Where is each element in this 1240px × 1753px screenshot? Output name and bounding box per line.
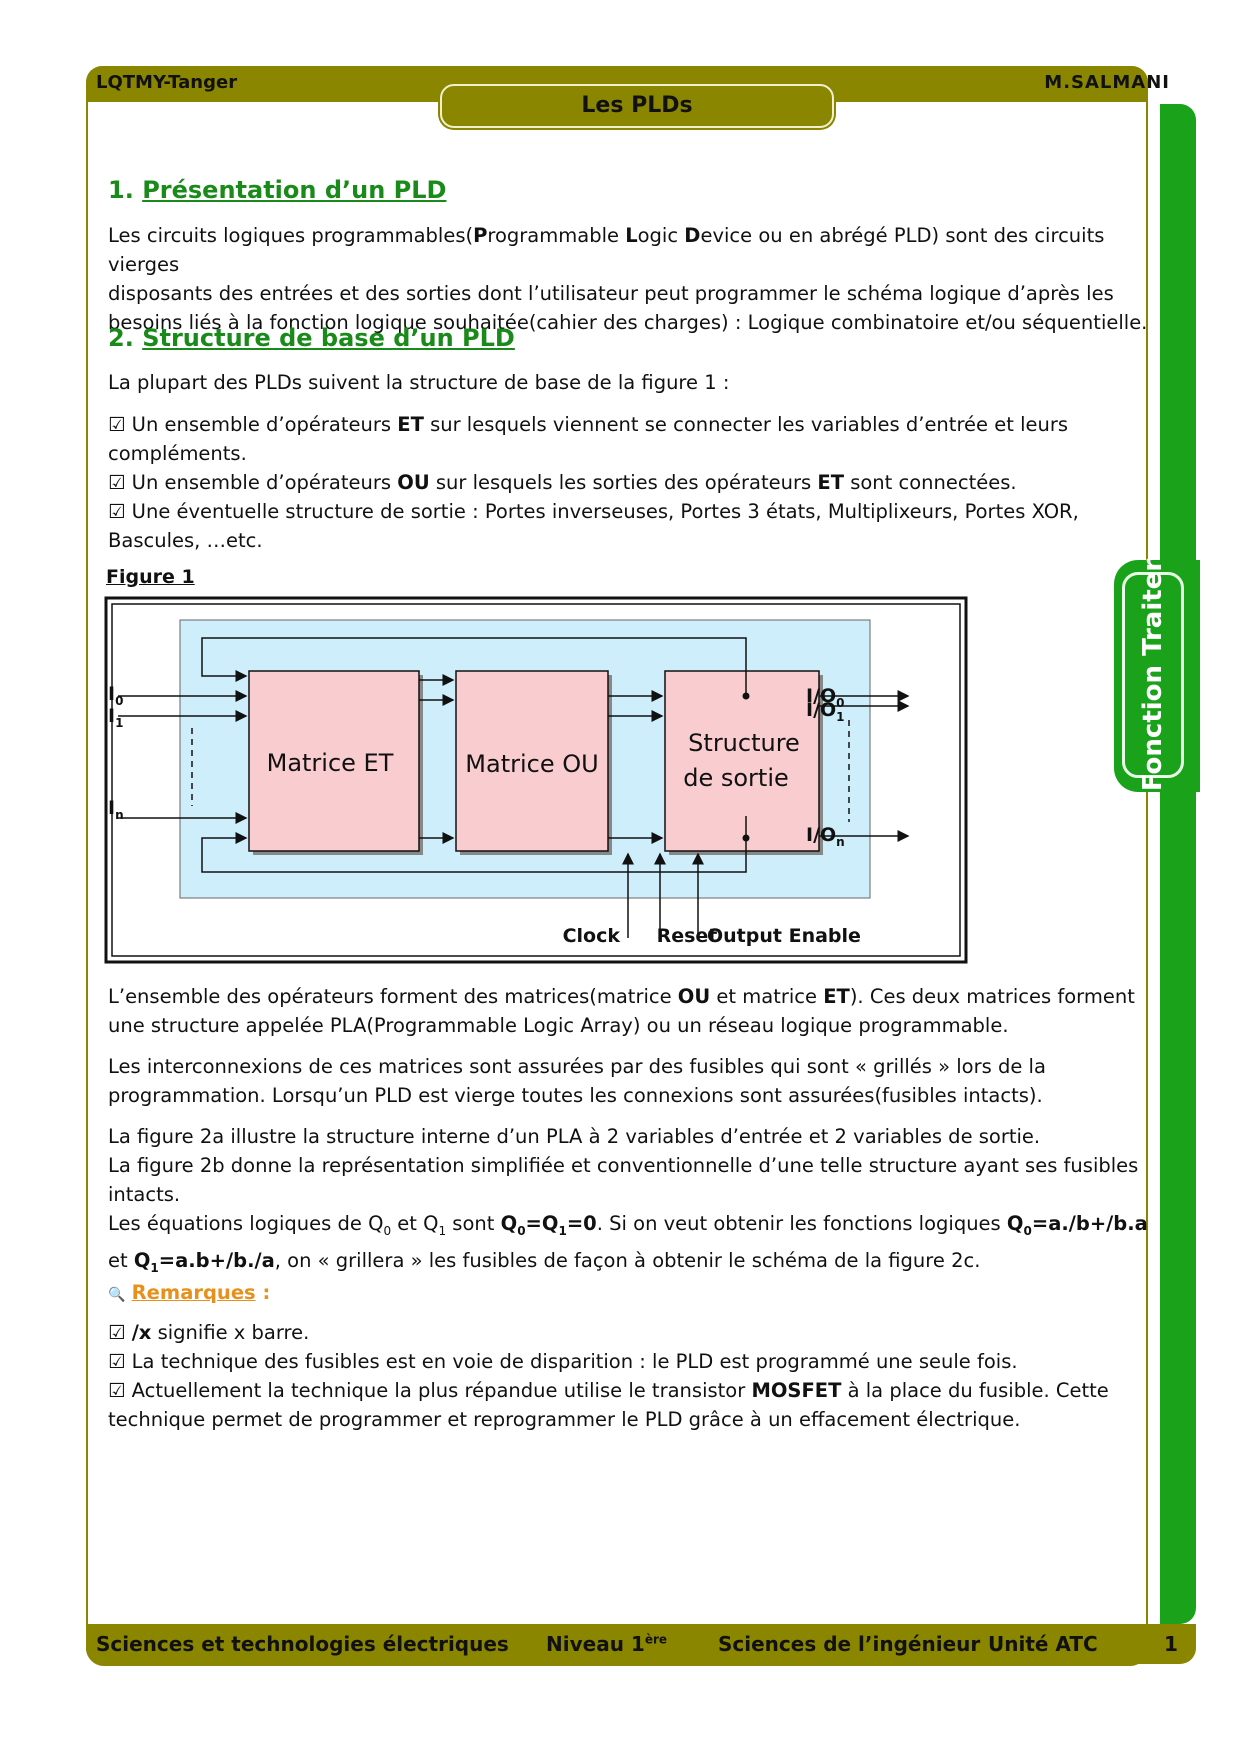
input-label-n: In <box>108 797 124 822</box>
footer-bar <box>86 1624 1196 1664</box>
block-structure-sortie <box>664 670 820 852</box>
section-2-bullets: ☑ Un ensemble d’opérateurs ET sur lesque… <box>108 410 1158 555</box>
block-matrice-ou <box>455 670 609 852</box>
sidebar-bar <box>1160 104 1196 1624</box>
block-matrice-et <box>248 670 420 852</box>
section-2-title: Structure de base d’un PLD <box>142 324 515 352</box>
section-1-line-2: disposants des entrées et des sorties do… <box>108 282 1114 305</box>
block-or-label: Matrice OU <box>465 750 598 778</box>
section-2-intro: La plupart des PLDs suivent la structure… <box>108 371 730 394</box>
remark-2: ☑ La technique des fusibles est en voie … <box>108 1350 1018 1373</box>
bullet-1: ☑ Un ensemble d’opérateurs ET sur lesque… <box>108 413 1069 436</box>
input-label-0: I0 <box>108 683 123 708</box>
sidebar-tab <box>1114 560 1200 792</box>
block-and-label: Matrice ET <box>267 749 394 777</box>
bullet-2: ☑ Un ensemble d’opérateurs OU sur lesque… <box>108 471 1017 494</box>
remarks-list: ☑ /x signifie x barre. ☑ La technique de… <box>108 1318 1158 1434</box>
page-number: 1 <box>1164 1632 1178 1656</box>
header-school: LQTMY-Tanger <box>96 72 238 93</box>
clock-label: Clock <box>563 925 621 947</box>
remark-3-cont: technique permet de programmer et reprog… <box>108 1408 1021 1431</box>
section-1-line-1: Les circuits logiques programmables(Prog… <box>108 224 1105 276</box>
checkbox-icon: ☑ <box>108 1321 126 1344</box>
header-author: M.SALMANI <box>1044 72 1170 93</box>
bullet-3-cont: Bascules, …etc. <box>108 529 263 552</box>
section-1-paragraph: Les circuits logiques programmables(Prog… <box>108 221 1158 337</box>
checkbox-icon: ☑ <box>108 471 126 494</box>
output-label-n: I/On <box>806 824 845 849</box>
remarks-heading: 🔍 Remarques : <box>108 1281 271 1304</box>
section-1-title: Présentation d’un PLD <box>142 176 447 204</box>
reset-label: Reset <box>657 925 718 947</box>
footer-field: Sciences et technologies électriques <box>96 1632 509 1656</box>
page-title: Les PLDs <box>440 84 834 128</box>
output-label-1: I/O1 <box>806 699 845 724</box>
paragraph-matrices: L’ensemble des opérateurs forment des ma… <box>108 985 1135 1037</box>
figure-inner-border <box>111 603 961 957</box>
sidebar-label: Fonction Traiter <box>1138 558 1168 792</box>
block-out-label-2: de sortie <box>683 764 789 792</box>
magnifier-icon: 🔍 <box>108 1287 126 1303</box>
section-2-heading: 2. Structure de base d’un PLD <box>108 324 515 352</box>
footer-unit: Unité ATC <box>988 1632 1098 1656</box>
figure-label: Figure 1 <box>106 566 195 588</box>
remark-1: ☑ /x signifie x barre. <box>108 1321 310 1344</box>
bullet-3: ☑ Une éventuelle structure de sortie : P… <box>108 500 1079 523</box>
bullet-1-cont: compléments. <box>108 442 247 465</box>
checkbox-icon: ☑ <box>108 500 126 523</box>
sidebar-tab-border <box>1122 572 1184 778</box>
checkbox-icon: ☑ <box>108 413 126 436</box>
figure-1-diagram: Matrice ET Matrice OU Structure de sorti… <box>104 596 968 964</box>
section-2-intro-block: La plupart des PLDs suivent la structure… <box>108 368 1158 397</box>
section-1-number: 1. <box>108 176 134 204</box>
section-1-line-3: besoins liés à la fonction logique souha… <box>108 311 1148 334</box>
block-out-label-1: Structure <box>688 729 800 757</box>
output-label-0: I/O0 <box>806 685 845 710</box>
paragraph-figure2: La figure 2a illustre la structure inter… <box>108 1125 1148 1275</box>
checkbox-icon: ☑ <box>108 1379 126 1402</box>
output-enable-label: Output Enable <box>707 925 861 947</box>
paragraph-fusibles: Les interconnexions de ces matrices sont… <box>108 1055 1046 1107</box>
footer-subject: Sciences de l’ingénieur <box>718 1632 981 1656</box>
input-label-1: I1 <box>108 705 123 730</box>
section-2-number: 2. <box>108 324 134 352</box>
section-1-heading: 1. Présentation d’un PLD <box>108 176 446 204</box>
footer-level: Niveau 1ère <box>546 1632 668 1656</box>
remark-3: ☑ Actuellement la technique la plus répa… <box>108 1379 1109 1402</box>
checkbox-icon: ☑ <box>108 1350 126 1373</box>
